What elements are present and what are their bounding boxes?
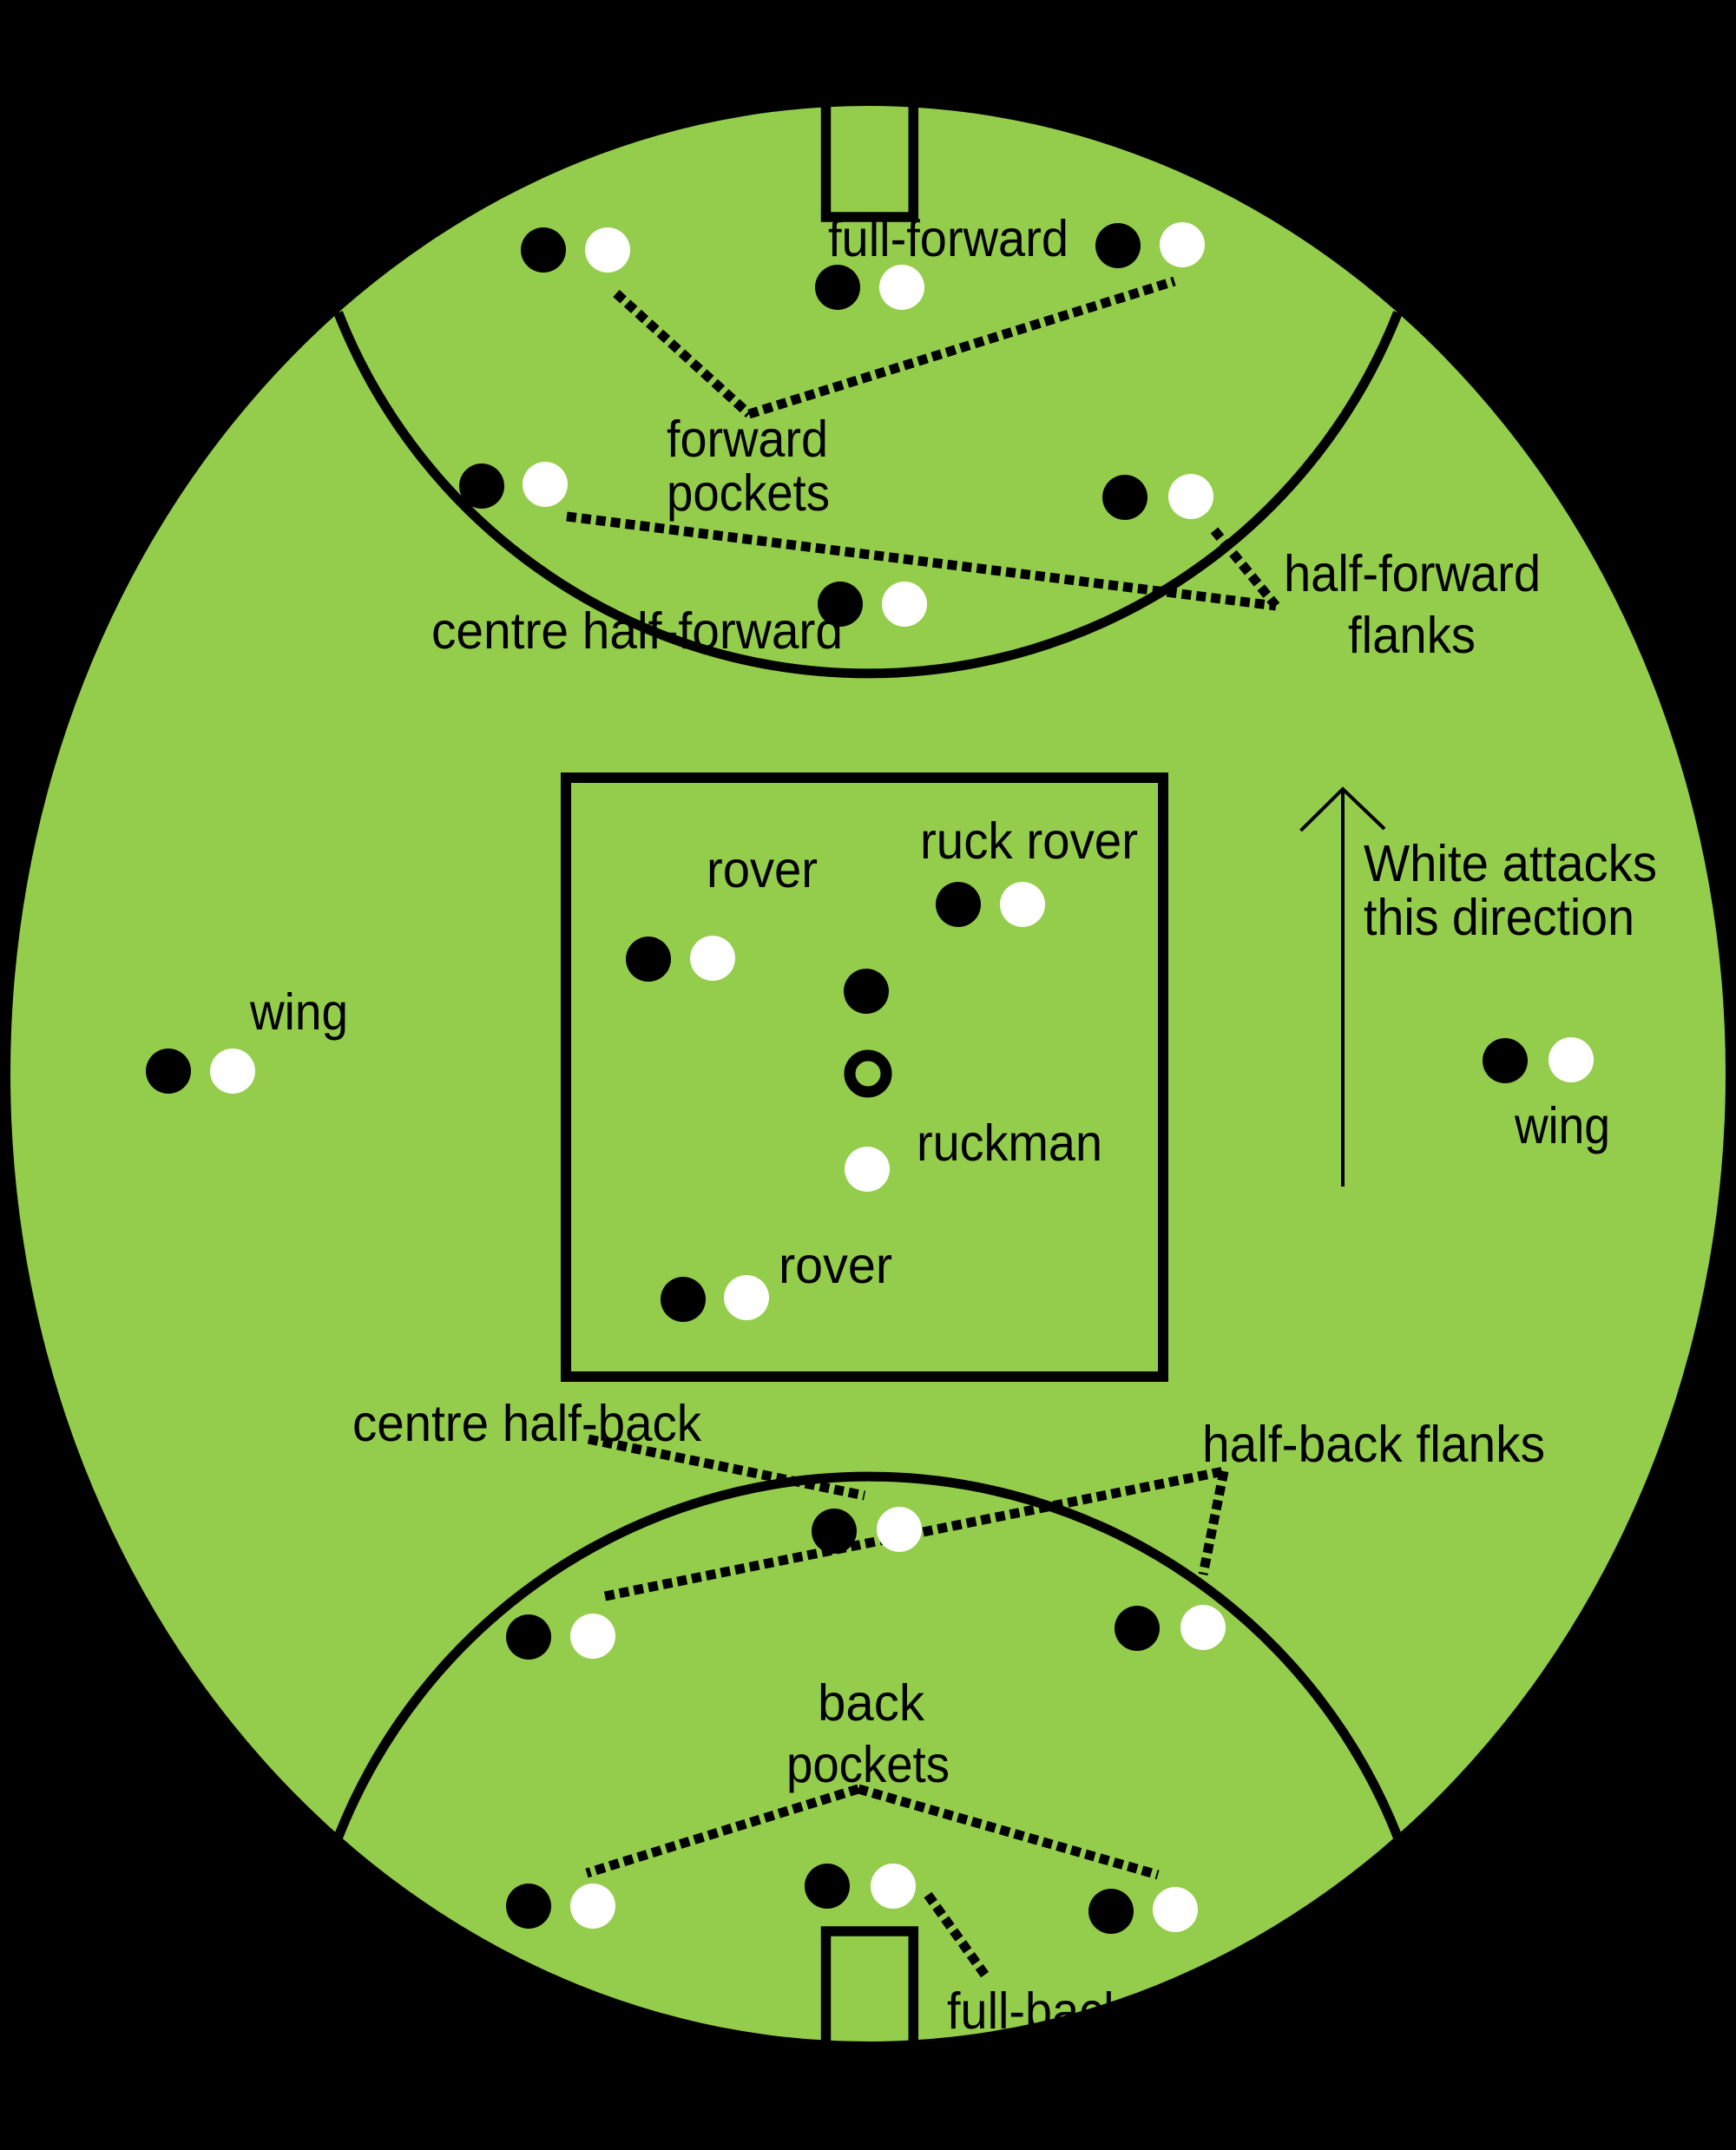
svg-text:full-forward: full-forward <box>828 210 1069 267</box>
svg-text:full-back: full-back <box>947 1982 1128 2040</box>
svg-text:rover: rover <box>707 841 818 898</box>
svg-text:centre half-forward: centre half-forward <box>431 602 843 660</box>
svg-text:ruck rover: ruck rover <box>920 812 1138 870</box>
svg-text:White attacks: White attacks <box>1364 835 1657 892</box>
svg-text:centre half-back: centre half-back <box>352 1395 701 1452</box>
svg-text:half-back flanks: half-back flanks <box>1202 1416 1545 1473</box>
svg-text:forward: forward <box>667 411 828 468</box>
svg-text:half-forward: half-forward <box>1284 545 1541 602</box>
svg-text:flanks: flanks <box>1348 607 1476 664</box>
svg-text:this direction: this direction <box>1364 889 1634 946</box>
svg-text:rover: rover <box>779 1237 892 1294</box>
svg-text:back: back <box>818 1674 924 1732</box>
svg-text:pockets: pockets <box>667 464 830 522</box>
svg-text:ruckman: ruckman <box>917 1114 1102 1172</box>
svg-text:pockets: pockets <box>786 1736 950 1793</box>
svg-text:wing: wing <box>249 983 348 1041</box>
svg-text:wing: wing <box>1514 1097 1610 1154</box>
